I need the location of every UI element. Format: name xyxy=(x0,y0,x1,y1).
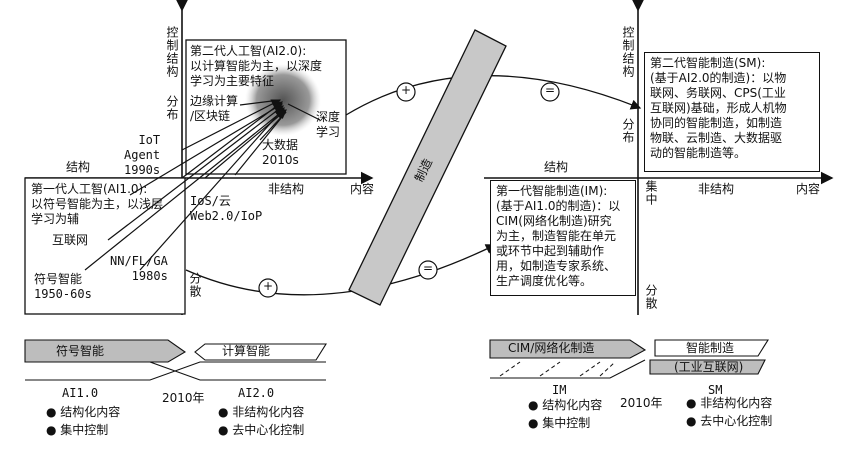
label-iot: IoT Agent 1990s xyxy=(124,133,161,177)
right-axis-unstructured: 非结构 xyxy=(698,182,735,196)
right-axes xyxy=(484,0,834,315)
tl-left-new-item-1: ● 非结构化内容 xyxy=(218,405,305,419)
operator-circles xyxy=(258,82,560,298)
tl-right-old-item-2: ● 集中控制 xyxy=(528,416,591,430)
right-axis-centralized: 集中 xyxy=(644,180,658,206)
tl-left-old-item-2: ● 集中控制 xyxy=(46,423,109,437)
tl-right-new-item-2: ● 去中心化控制 xyxy=(686,414,773,428)
tl-left-new-item-2: ● 去中心化控制 xyxy=(218,423,305,437)
left-axis-control-structure: 控制结构 xyxy=(165,26,179,78)
manufacturing-band xyxy=(348,29,507,306)
right-axis-content: 内容 xyxy=(796,182,821,196)
tl-left-year: 2010年 xyxy=(162,391,205,405)
label-big-data: 大数据 2010s xyxy=(262,138,299,167)
left-axis-distributed: 分布 xyxy=(165,95,179,121)
label-edge-blockchain: 边缘计算 /区块链 xyxy=(190,94,239,123)
tl-right-new-bar-sub: (工业互联网) xyxy=(674,360,744,374)
ai1-quadrant-box xyxy=(24,177,186,315)
tl-right-new-bar: 智能制造 xyxy=(686,341,735,355)
right-axis-dispersed: 分散 xyxy=(644,284,658,310)
op-equals-bottom: = xyxy=(423,261,434,275)
right-axis-distributed: 分布 xyxy=(621,118,635,144)
label-ios-cloud: IoS/云 Web2.0/IoP xyxy=(190,194,263,223)
im-description-box: 第一代智能制造(IM): (基于AI1.0的制造)：以 CIM(网络化制造)研究… xyxy=(490,180,636,296)
left-axis-dispersed: 分散 xyxy=(188,272,202,298)
tl-left-new-bar: 计算智能 xyxy=(222,344,271,358)
tl-left-ai1: AI1.0 xyxy=(62,386,99,400)
label-deep-learning: 深度 学习 xyxy=(316,110,341,139)
label-symbolic: 符号智能 1950-60s xyxy=(34,272,92,301)
tl-right-year: 2010年 xyxy=(620,396,663,410)
tl-right-im: IM xyxy=(552,383,567,397)
left-timeline xyxy=(24,339,327,381)
op-equals-top: = xyxy=(545,83,556,97)
tl-left-old-item-1: ● 结构化内容 xyxy=(46,405,121,419)
label-nn-fl-ga: NN/FL/GA 1980s xyxy=(110,254,168,283)
tl-right-sm: SM xyxy=(708,383,723,397)
tl-right-new-item-1: ● 非结构化内容 xyxy=(686,396,773,410)
ai1-description: 第一代人工智(AI1.0): 以符号智能为主，以浅层 学习为辅 xyxy=(31,182,164,226)
right-axis-structured: 结构 xyxy=(544,160,569,174)
ai2-description: 第二代人工智(AI2.0): 以计算智能为主，以深度 学习为主要特征 xyxy=(190,44,323,88)
op-plus-bottom: + xyxy=(263,279,274,293)
op-plus-top: + xyxy=(401,83,412,97)
left-axis-content: 内容 xyxy=(350,182,375,196)
tl-right-old-bar: CIM/网络化制造 xyxy=(508,341,595,355)
left-axis-structured: 结构 xyxy=(66,160,91,174)
label-internet: 互联网 xyxy=(52,233,89,247)
computing-cloud xyxy=(245,64,321,136)
tl-right-old-item-1: ● 结构化内容 xyxy=(528,398,603,412)
right-timeline xyxy=(489,339,769,379)
tl-left-old-bar: 符号智能 xyxy=(56,344,105,358)
tl-left-ai2: AI2.0 xyxy=(238,386,275,400)
right-axis-control-structure: 控制结构 xyxy=(621,26,635,78)
left-axis-unstructured: 非结构 xyxy=(268,182,305,196)
convergence-lines xyxy=(84,99,321,271)
sm-description-box: 第二代智能制造(SM): (基于AI2.0的制造)：以物 联网、务联网、CPS(… xyxy=(644,52,820,172)
